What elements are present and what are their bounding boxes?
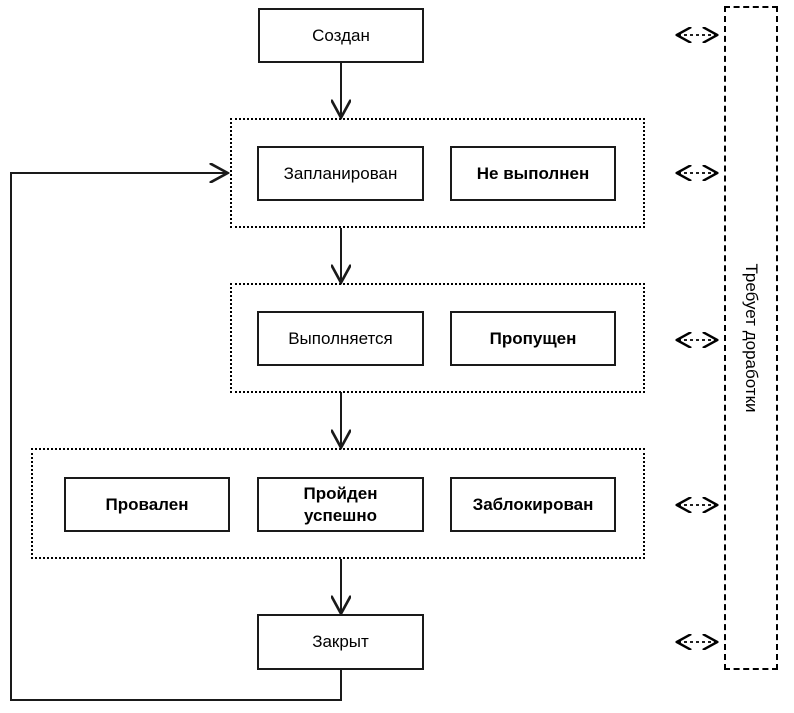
- state-closed[interactable]: Закрыт: [257, 614, 424, 670]
- state-in-progress[interactable]: Выполняется: [257, 311, 424, 366]
- state-passed[interactable]: Пройден успешно: [257, 477, 424, 532]
- state-blocked[interactable]: Заблокирован: [450, 477, 616, 532]
- state-created[interactable]: Создан: [258, 8, 424, 63]
- state-skipped[interactable]: Пропущен: [450, 311, 616, 366]
- group-planned: [230, 118, 645, 228]
- state-failed[interactable]: Провален: [64, 477, 230, 532]
- edge-closed-to-planned-loop: [10, 173, 342, 701]
- state-not-executed[interactable]: Не выполнен: [450, 146, 616, 201]
- state-planned[interactable]: Запланирован: [257, 146, 424, 201]
- group-results: [31, 448, 645, 559]
- rework-links: [678, 35, 716, 642]
- rework-panel[interactable]: [724, 6, 778, 670]
- group-in-progress: [230, 283, 645, 393]
- rework-panel-label: Требует доработки: [742, 263, 761, 413]
